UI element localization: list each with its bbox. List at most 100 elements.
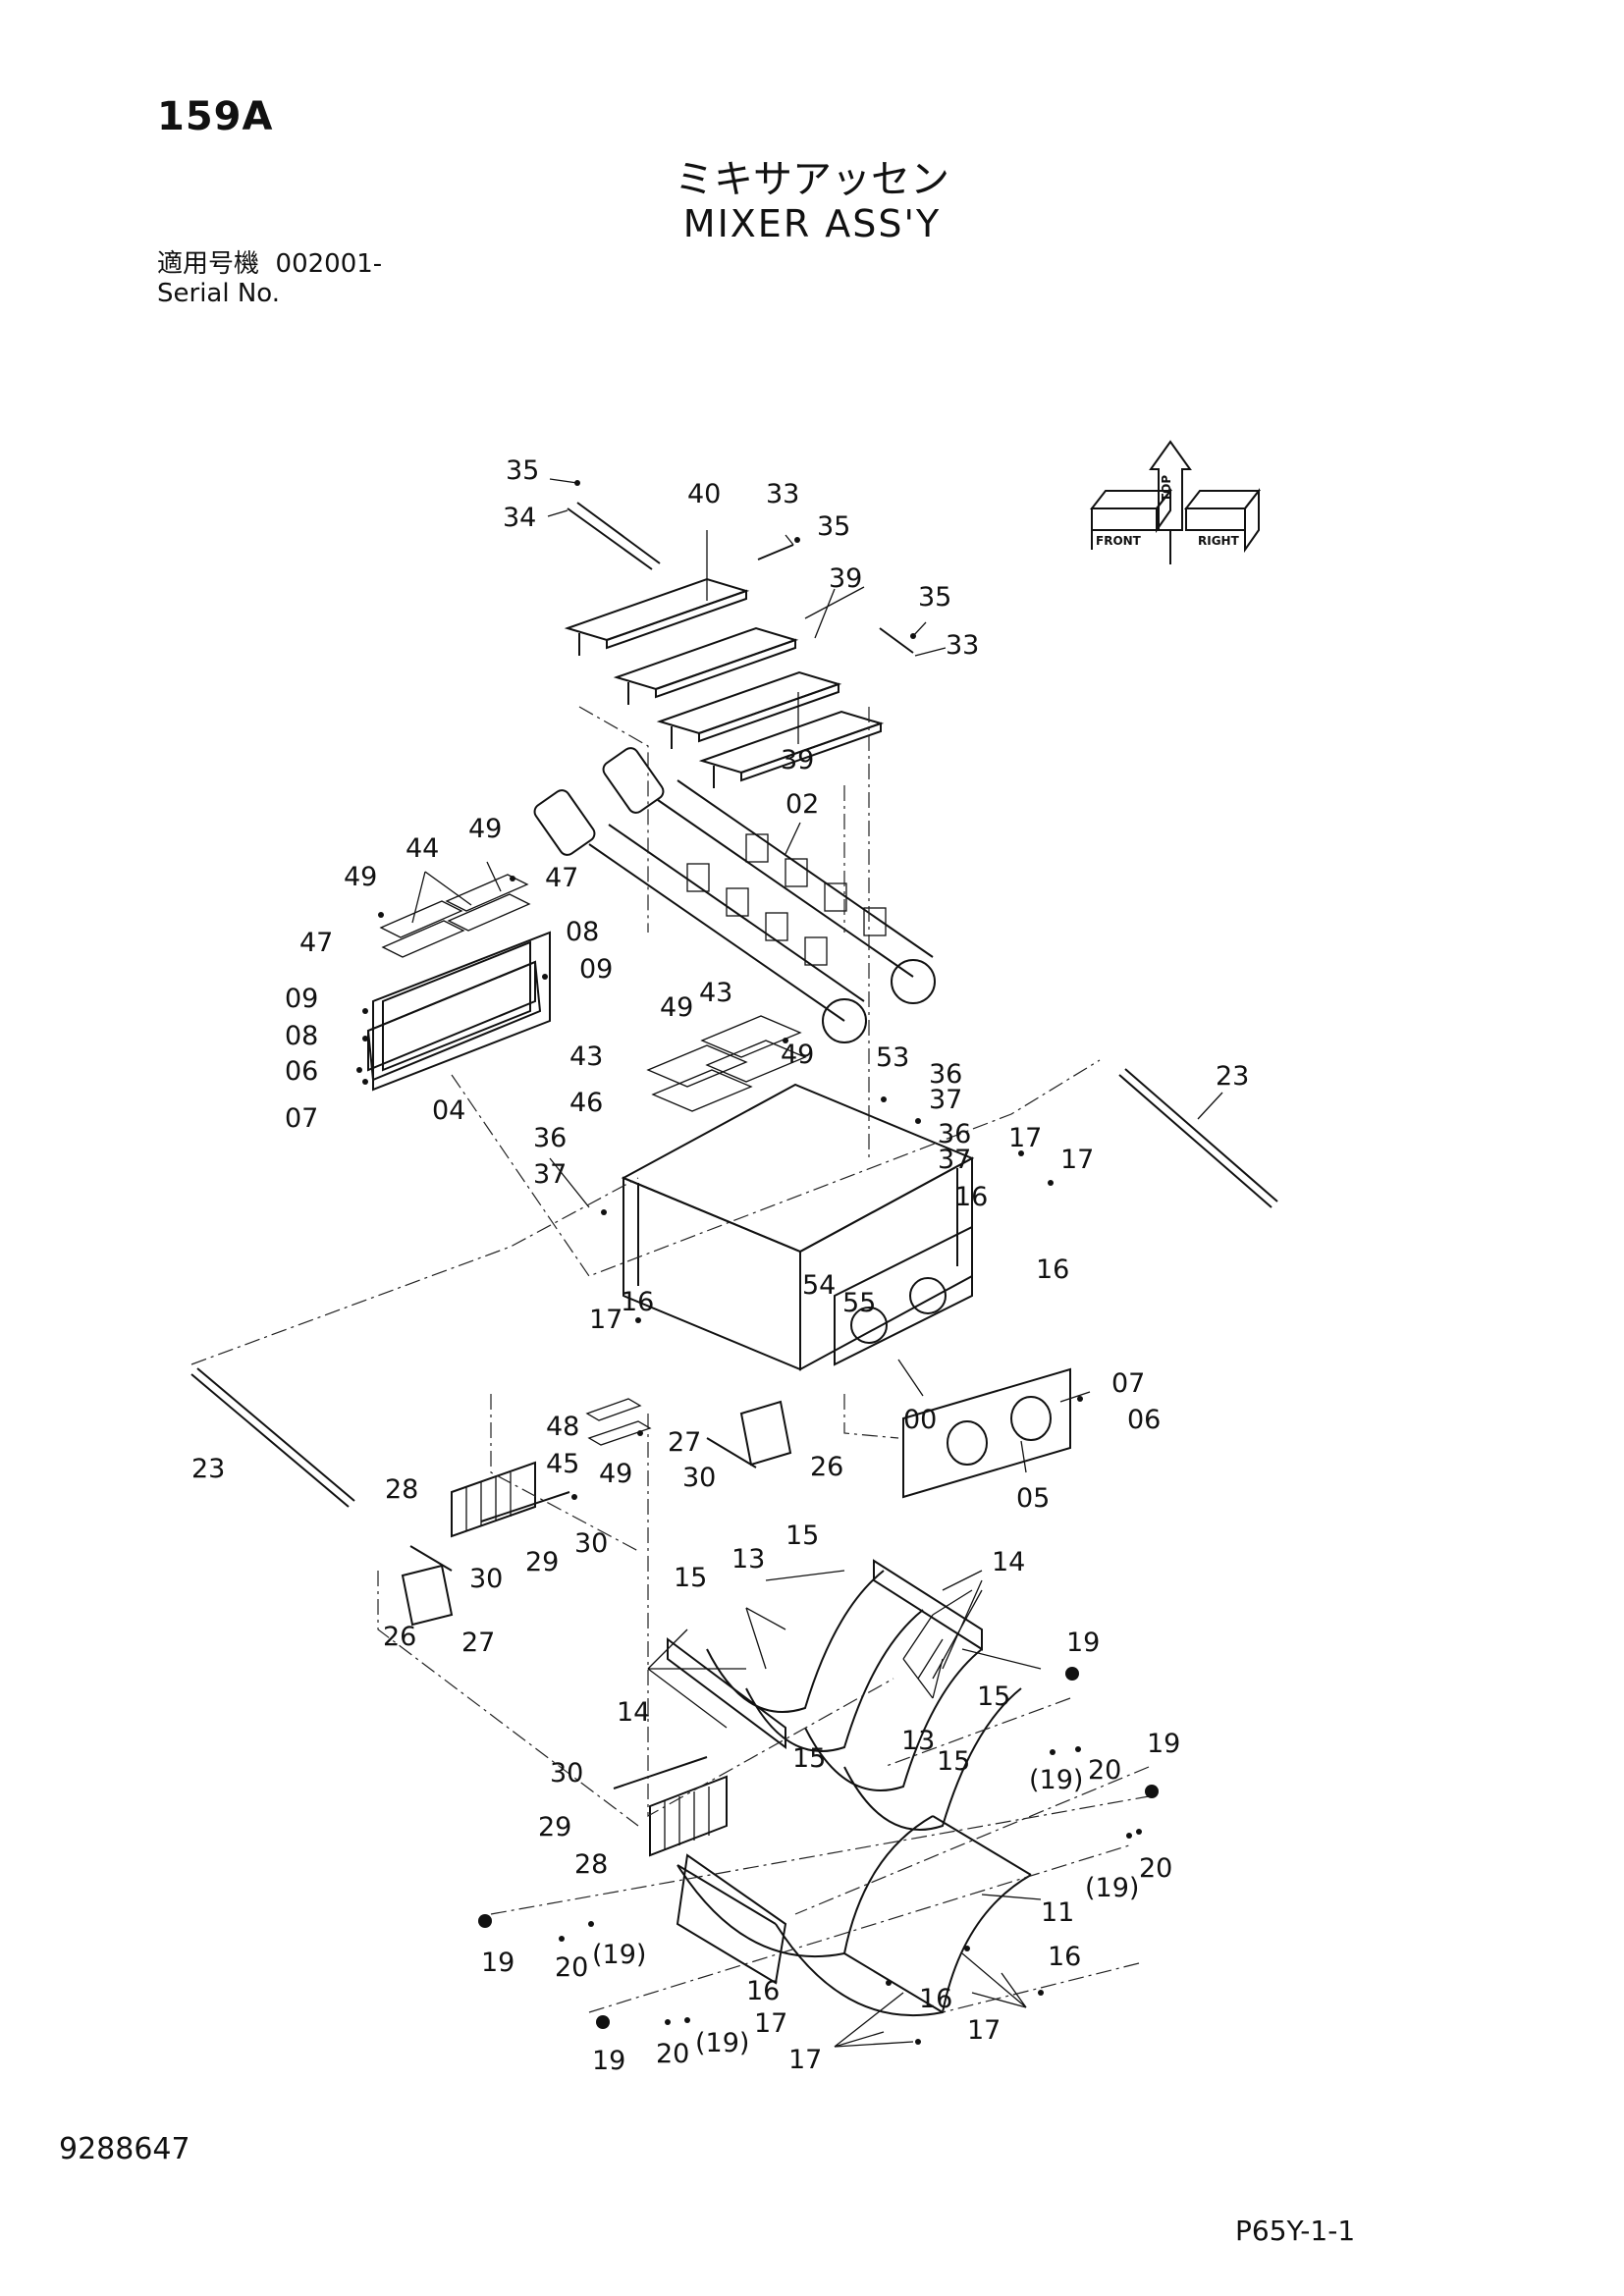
callout: 17 <box>1060 1145 1094 1175</box>
callout: 29 <box>525 1547 559 1577</box>
callout: 35 <box>817 511 850 542</box>
callout: 02 <box>785 789 819 820</box>
callout: 04 <box>432 1095 465 1126</box>
callout: 13 <box>731 1544 765 1575</box>
callout: 37 <box>938 1145 971 1175</box>
callout: 35 <box>918 582 951 613</box>
orientation-front-label: FRONT <box>1096 534 1142 548</box>
callout: 29 <box>538 1812 571 1842</box>
callout: 30 <box>550 1758 583 1789</box>
callout: 54 <box>802 1270 836 1301</box>
callout: 49 <box>599 1459 632 1489</box>
callout: 19 <box>592 2046 625 2076</box>
callout: 26 <box>383 1622 416 1652</box>
callout: 08 <box>566 917 599 947</box>
callout: 30 <box>469 1564 503 1594</box>
callout: 20 <box>555 1952 588 1983</box>
callout: 23 <box>191 1454 225 1484</box>
callout: 36 <box>938 1119 971 1149</box>
callout: (19) <box>592 1940 646 1970</box>
tie-rods <box>190 1068 1278 1508</box>
callout: 39 <box>829 563 862 594</box>
callout: 15 <box>674 1563 707 1593</box>
callout: 23 <box>1216 1061 1249 1092</box>
orientation-icon: FRONT TOP RIGHT <box>1089 440 1262 564</box>
top-covers <box>564 502 914 788</box>
callout: 08 <box>285 1021 318 1051</box>
fasteners <box>356 480 1159 2045</box>
callout: 05 <box>1016 1483 1050 1514</box>
callout: 16 <box>621 1287 654 1317</box>
callout: 26 <box>810 1452 843 1482</box>
callout: 16 <box>746 1976 780 2006</box>
side-plate <box>902 1367 1071 1499</box>
callout: 33 <box>946 630 979 661</box>
callout: 33 <box>766 479 799 509</box>
callout: 35 <box>506 455 539 486</box>
callout: (19) <box>1029 1765 1083 1795</box>
callout: 15 <box>977 1682 1010 1712</box>
title-english: MIXER ASS'Y <box>682 202 942 245</box>
callout: 45 <box>546 1449 579 1479</box>
callout: 30 <box>682 1463 716 1493</box>
orientation-top-label: TOP <box>1160 475 1173 502</box>
callout: 43 <box>699 978 732 1008</box>
callout-labels: 35 34 40 33 35 39 35 33 39 02 49 44 49 4… <box>191 455 1249 2076</box>
callout: 13 <box>901 1726 935 1756</box>
callout: 17 <box>1008 1123 1042 1153</box>
callout: 00 <box>903 1405 937 1435</box>
callout: 16 <box>1048 1942 1081 1972</box>
callout: (19) <box>1085 1873 1139 1903</box>
callout: 44 <box>406 833 439 864</box>
callout: 16 <box>919 1984 952 2014</box>
orientation-right-label: RIGHT <box>1198 534 1240 548</box>
callout: 36 <box>929 1059 962 1090</box>
callout: 06 <box>1127 1405 1161 1435</box>
callout: 40 <box>687 479 721 509</box>
callout: 06 <box>285 1056 318 1087</box>
callout: 28 <box>574 1849 608 1880</box>
leader-lines <box>411 478 1223 2048</box>
callout: 27 <box>668 1427 701 1458</box>
callout: 17 <box>589 1305 623 1335</box>
callout: 14 <box>992 1547 1025 1577</box>
callout: 15 <box>785 1521 819 1551</box>
page-number: 159A <box>157 94 274 139</box>
callout: 15 <box>792 1743 826 1774</box>
callout: 47 <box>299 928 333 958</box>
callout: 09 <box>285 984 318 1014</box>
callout: 20 <box>656 2039 689 2069</box>
callout: 17 <box>754 2008 787 2039</box>
mixer-shafts <box>533 747 936 1043</box>
callout: 48 <box>546 1412 579 1442</box>
callout: 46 <box>569 1088 603 1118</box>
title-japanese: ミキサアッセン <box>675 157 949 202</box>
callout: 53 <box>876 1042 909 1073</box>
callout: 20 <box>1088 1755 1121 1786</box>
callout: 17 <box>788 2045 822 2075</box>
callout: 19 <box>1066 1628 1100 1658</box>
callout: 15 <box>937 1746 970 1777</box>
callout: 19 <box>1147 1729 1180 1759</box>
callout: 34 <box>503 503 536 533</box>
serial-label-en: Serial No. <box>157 279 280 308</box>
bottom-trough <box>676 1815 1032 2017</box>
callout: 27 <box>461 1628 495 1658</box>
callout: 11 <box>1041 1897 1074 1928</box>
callout: 07 <box>1111 1368 1145 1399</box>
side-window <box>366 874 551 1092</box>
callout: 49 <box>468 814 502 844</box>
callout: 37 <box>533 1159 567 1190</box>
callout: 37 <box>929 1085 962 1115</box>
callout: 17 <box>967 2015 1001 2046</box>
callout: 19 <box>481 1948 514 1978</box>
document-number: 9288647 <box>59 2132 190 2166</box>
page-reference: P65Y-1-1 <box>1235 2215 1356 2247</box>
callout: 49 <box>781 1040 814 1070</box>
callout: 16 <box>1036 1255 1069 1285</box>
callout: 16 <box>954 1182 988 1212</box>
callout: 43 <box>569 1041 603 1072</box>
callout: 55 <box>842 1288 876 1318</box>
callout: 39 <box>781 745 814 775</box>
